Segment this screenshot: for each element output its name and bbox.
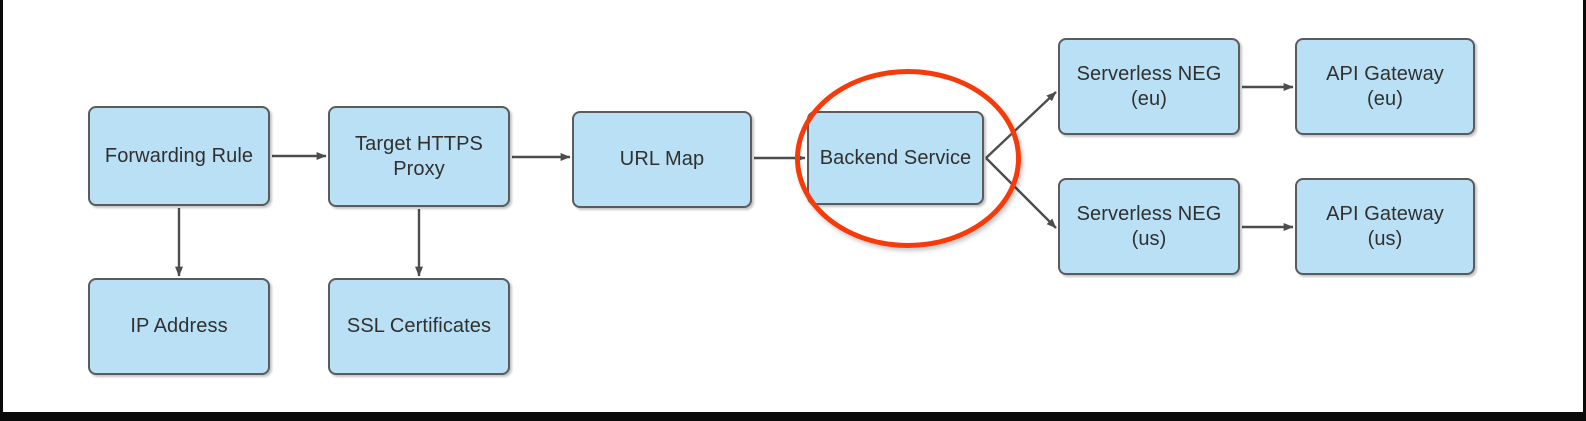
canvas-frame-right xyxy=(1583,0,1586,421)
node-serverless-neg-eu[interactable]: Serverless NEG (eu) xyxy=(1058,38,1240,135)
node-label: Target HTTPS Proxy xyxy=(355,133,483,180)
node-label: SSL Certificates xyxy=(346,315,492,338)
node-api-gateway-eu[interactable]: API Gateway (eu) xyxy=(1295,38,1475,135)
node-label: API Gateway (eu) xyxy=(1326,63,1444,110)
node-ssl-certificates[interactable]: SSL Certificates xyxy=(328,278,510,375)
node-ip-address[interactable]: IP Address xyxy=(88,278,270,375)
node-label: Serverless NEG (eu) xyxy=(1076,63,1222,110)
node-api-gateway-us[interactable]: API Gateway (us) xyxy=(1295,178,1475,275)
canvas-frame-left xyxy=(0,0,3,421)
node-url-map[interactable]: URL Map xyxy=(572,111,752,208)
canvas-frame-bottom xyxy=(0,412,1586,421)
node-label: URL Map xyxy=(619,148,705,171)
node-label: IP Address xyxy=(130,315,228,338)
node-label: API Gateway (us) xyxy=(1326,203,1444,250)
node-label: Serverless NEG (us) xyxy=(1076,203,1222,250)
node-serverless-neg-us[interactable]: Serverless NEG (us) xyxy=(1058,178,1240,275)
node-target-https-proxy[interactable]: Target HTTPS Proxy xyxy=(328,106,510,207)
backend-service-highlight-ellipse xyxy=(795,69,1021,248)
node-forwarding-rule[interactable]: Forwarding Rule xyxy=(88,106,270,206)
node-label: Forwarding Rule xyxy=(104,144,254,167)
